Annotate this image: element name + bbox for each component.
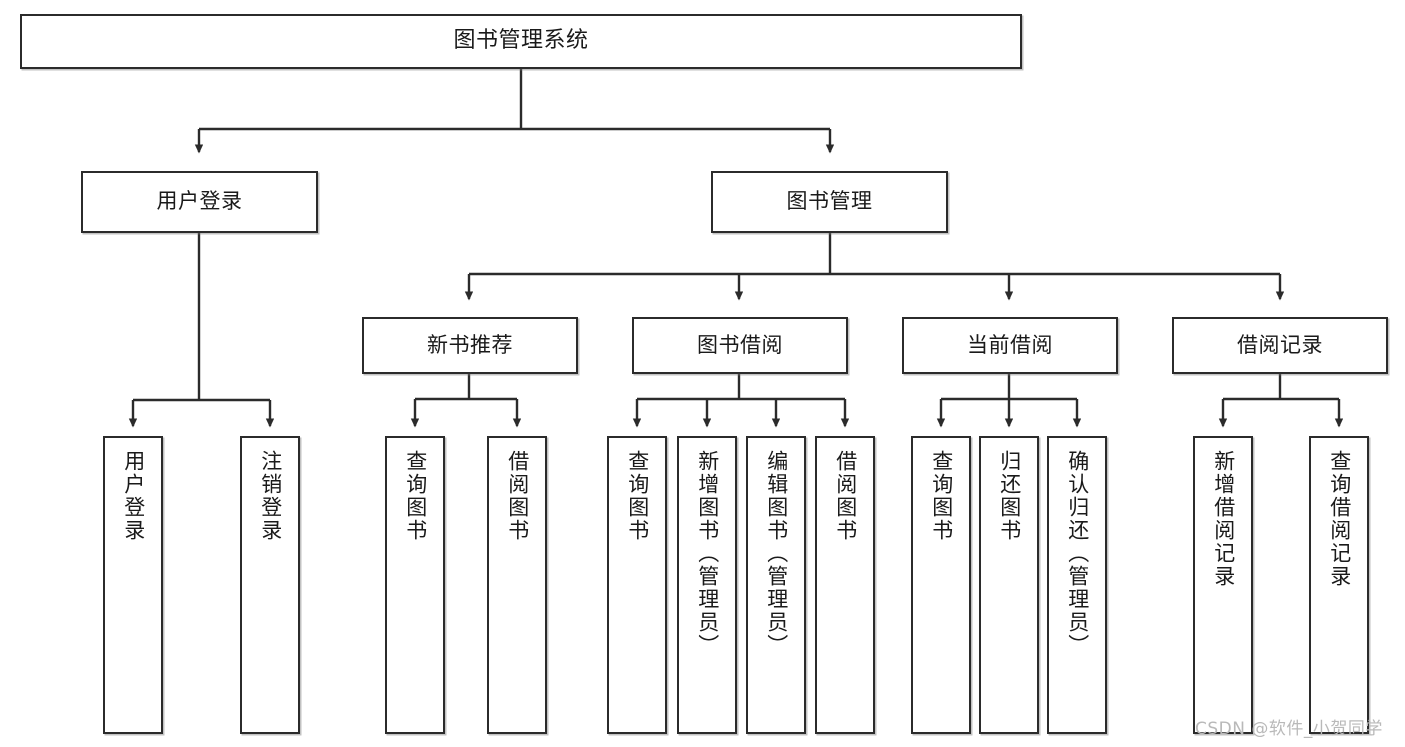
leaf-record-search[interactable]: 查询借阅记录 xyxy=(1309,436,1369,734)
leaf-current-query-book-label: 查询图书 xyxy=(929,450,954,542)
leaf-borrow-query-book[interactable]: 查询图书 xyxy=(607,436,667,734)
leaf-recommend-borrow-book[interactable]: 借阅图书 xyxy=(487,436,547,734)
leaf-borrow-edit-book-label: 编辑图书（管理员） xyxy=(764,450,789,657)
leaf-recommend-query-book-label: 查询图书 xyxy=(403,450,428,542)
node-book-manage[interactable]: 图书管理 xyxy=(711,171,948,233)
node-book-manage-label: 图书管理 xyxy=(786,189,873,214)
node-new-book-recommend[interactable]: 新书推荐 xyxy=(362,317,578,374)
leaf-recommend-query-book[interactable]: 查询图书 xyxy=(385,436,445,734)
node-new-book-recommend-label: 新书推荐 xyxy=(427,332,513,357)
leaf-current-confirm-return-label: 确认归还（管理员） xyxy=(1065,450,1090,657)
leaf-borrow-lend-book[interactable]: 借阅图书 xyxy=(815,436,875,734)
leaf-borrow-add-book[interactable]: 新增图书（管理员） xyxy=(677,436,737,734)
node-root-system-label: 图书管理系统 xyxy=(453,28,589,54)
leaf-user-login-label: 用户登录 xyxy=(121,450,146,542)
leaf-user-login[interactable]: 用户登录 xyxy=(103,436,163,734)
leaf-borrow-add-book-label: 新增图书（管理员） xyxy=(695,450,720,657)
csdn-watermark: CSDN @软件_小贺同学 xyxy=(1195,719,1383,739)
leaf-recommend-borrow-book-label: 借阅图书 xyxy=(505,450,530,542)
leaf-record-add[interactable]: 新增借阅记录 xyxy=(1193,436,1253,734)
leaf-current-confirm-return[interactable]: 确认归还（管理员） xyxy=(1047,436,1107,734)
node-root-system[interactable]: 图书管理系统 xyxy=(20,14,1022,69)
node-borrow-record-label: 借阅记录 xyxy=(1237,332,1323,357)
node-current-borrow-label: 当前借阅 xyxy=(967,332,1053,357)
leaf-user-logout-label: 注销登录 xyxy=(258,450,283,542)
leaf-current-return-book-label: 归还图书 xyxy=(997,450,1022,542)
node-current-borrow[interactable]: 当前借阅 xyxy=(902,317,1118,374)
leaf-borrow-lend-book-label: 借阅图书 xyxy=(833,450,858,542)
leaf-current-return-book[interactable]: 归还图书 xyxy=(979,436,1039,734)
leaf-borrow-edit-book[interactable]: 编辑图书（管理员） xyxy=(746,436,806,734)
leaf-record-add-label: 新增借阅记录 xyxy=(1211,450,1236,588)
node-user-login[interactable]: 用户登录 xyxy=(81,171,318,233)
node-user-login-label: 用户登录 xyxy=(156,189,243,214)
leaf-user-logout[interactable]: 注销登录 xyxy=(240,436,300,734)
node-book-borrow-label: 图书借阅 xyxy=(697,332,783,357)
leaf-current-query-book[interactable]: 查询图书 xyxy=(911,436,971,734)
node-book-borrow[interactable]: 图书借阅 xyxy=(632,317,848,374)
node-borrow-record[interactable]: 借阅记录 xyxy=(1172,317,1388,374)
leaf-record-search-label: 查询借阅记录 xyxy=(1327,450,1352,588)
leaf-borrow-query-book-label: 查询图书 xyxy=(625,450,650,542)
